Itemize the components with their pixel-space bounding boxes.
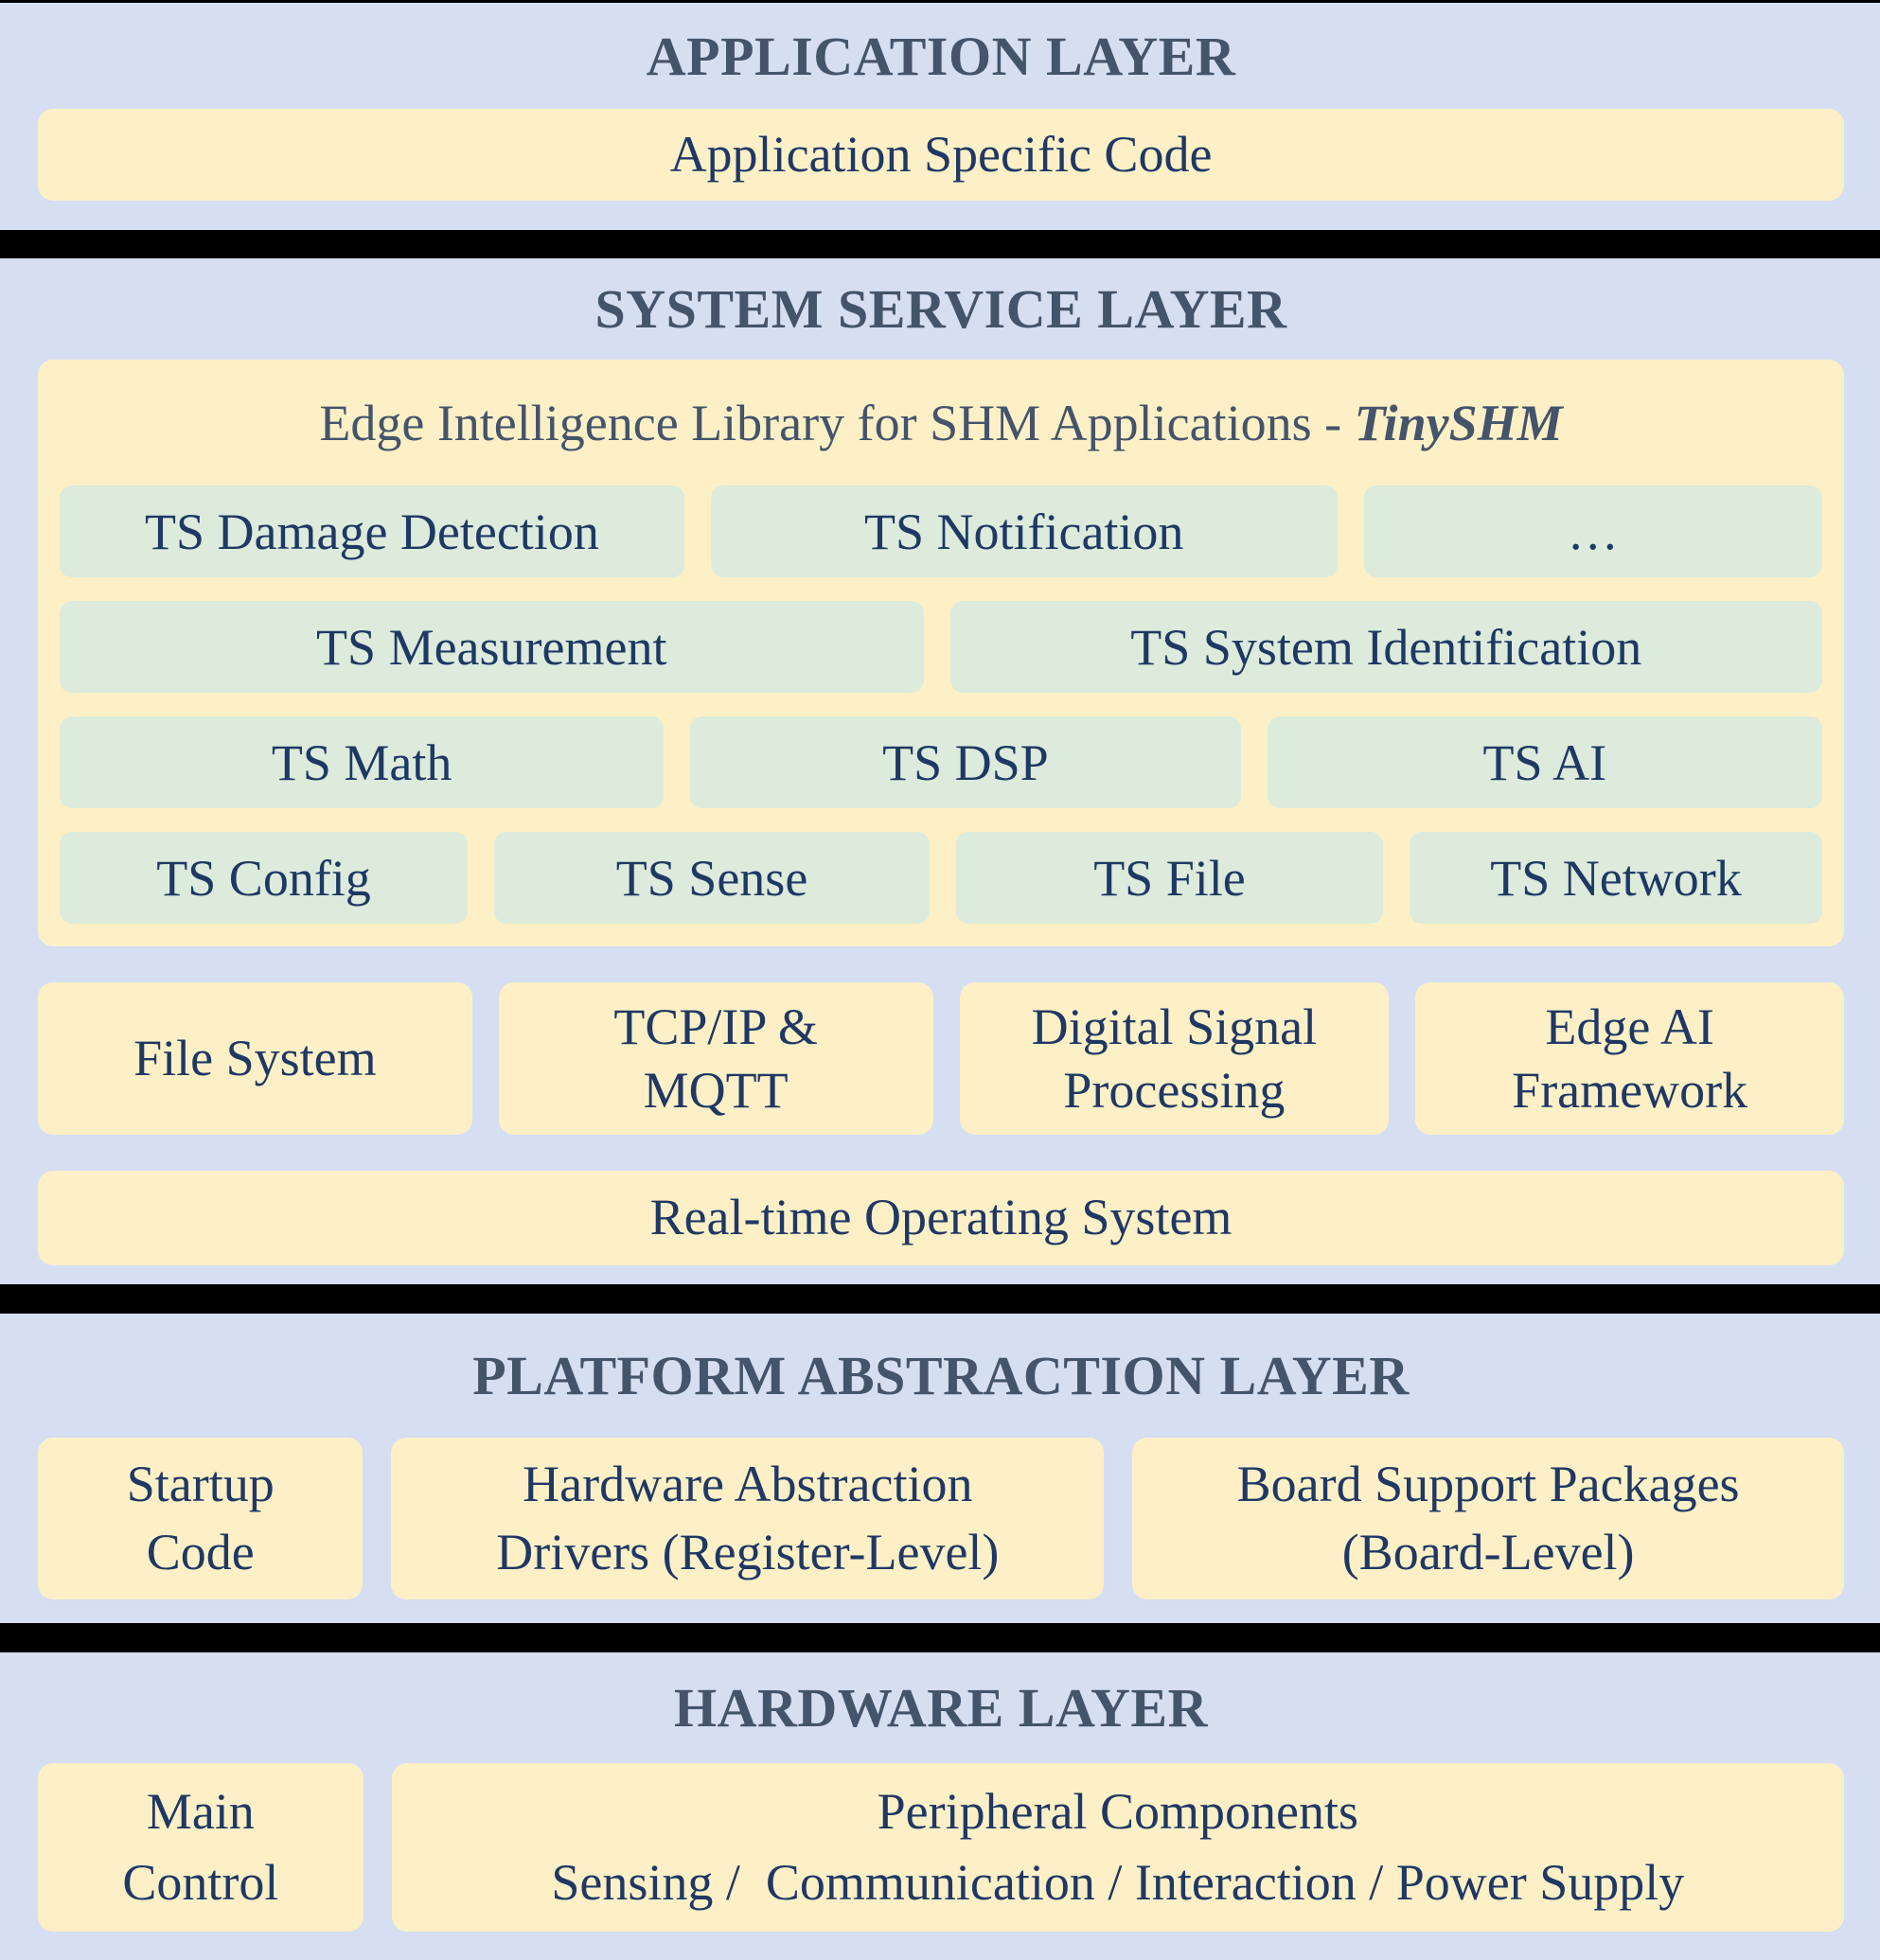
platform-abstraction-layer-section: PLATFORM ABSTRACTION LAYER Startup Code … xyxy=(0,1314,1880,1623)
box-ts-network: TS Network xyxy=(1409,832,1822,924)
hardware-layer-section: HARDWARE LAYER Main Control Peripheral C… xyxy=(0,1652,1880,1960)
box-main-control: Main Control xyxy=(38,1763,364,1932)
box-digital-signal-processing: Digital Signal Processing xyxy=(959,982,1390,1135)
layer-separator xyxy=(0,1284,1880,1314)
layer-separator xyxy=(0,230,1880,258)
library-heading-text: Edge Intelligence Library for SHM Applic… xyxy=(319,394,1355,451)
hardware-boxes-row: Main Control Peripheral Components Sensi… xyxy=(38,1763,1844,1932)
system-service-layer-section: SYSTEM SERVICE LAYER Edge Intelligence L… xyxy=(0,258,1880,1284)
system-service-layer-title: SYSTEM SERVICE LAYER xyxy=(594,278,1287,340)
box-hardware-abstraction-drivers: Hardware Abstraction Drivers (Register-L… xyxy=(391,1438,1105,1599)
system-services-row: File System TCP/IP & MQTT Digital Signal… xyxy=(38,982,1845,1135)
library-module-row: TS Config TS Sense TS File TS Network xyxy=(60,832,1822,924)
box-ts-config: TS Config xyxy=(60,832,469,924)
library-module-row: TS Math TS DSP TS AI xyxy=(60,716,1822,808)
box-application-specific-code: Application Specific Code xyxy=(38,109,1844,201)
application-layer-title: APPLICATION LAYER xyxy=(646,25,1236,87)
box-board-support-packages: Board Support Packages (Board-Level) xyxy=(1132,1438,1844,1599)
box-ts-notification: TS Notification xyxy=(710,486,1338,577)
box-ts-math: TS Math xyxy=(60,716,665,808)
box-peripheral-components: Peripheral Components Sensing / Communic… xyxy=(391,1763,1844,1932)
tinyshm-library-heading: Edge Intelligence Library for SHM Applic… xyxy=(60,360,1822,486)
box-ts-dsp: TS DSP xyxy=(690,716,1241,808)
hardware-layer-title: HARDWARE LAYER xyxy=(673,1677,1208,1739)
library-module-row: TS Damage Detection TS Notification … xyxy=(60,486,1822,577)
box-ts-ellipsis: … xyxy=(1363,486,1822,577)
box-ts-damage-detection: TS Damage Detection xyxy=(60,486,684,577)
box-real-time-operating-system: Real-time Operating System xyxy=(38,1171,1844,1265)
box-tcpip-mqtt: TCP/IP & MQTT xyxy=(498,982,933,1135)
box-tinyshm-library: Edge Intelligence Library for SHM Applic… xyxy=(38,360,1844,946)
box-edge-ai-framework: Edge AI Framework xyxy=(1415,982,1845,1135)
library-heading-name: TinySHM xyxy=(1354,394,1563,451)
box-file-system: File System xyxy=(38,982,472,1135)
platform-boxes-row: Startup Code Hardware Abstraction Driver… xyxy=(38,1438,1844,1599)
library-module-row: TS Measurement TS System Identification xyxy=(60,601,1822,693)
application-layer-section: APPLICATION LAYER Application Specific C… xyxy=(0,3,1880,230)
box-ts-sense: TS Sense xyxy=(494,832,930,924)
box-ts-system-identification: TS System Identification xyxy=(949,601,1822,693)
box-ts-ai: TS AI xyxy=(1267,716,1822,808)
platform-abstraction-layer-title: PLATFORM ABSTRACTION LAYER xyxy=(472,1345,1410,1406)
box-ts-measurement: TS Measurement xyxy=(60,601,924,693)
box-startup-code: Startup Code xyxy=(38,1438,364,1599)
layer-separator xyxy=(0,1623,1880,1652)
box-ts-file: TS File xyxy=(955,832,1383,924)
